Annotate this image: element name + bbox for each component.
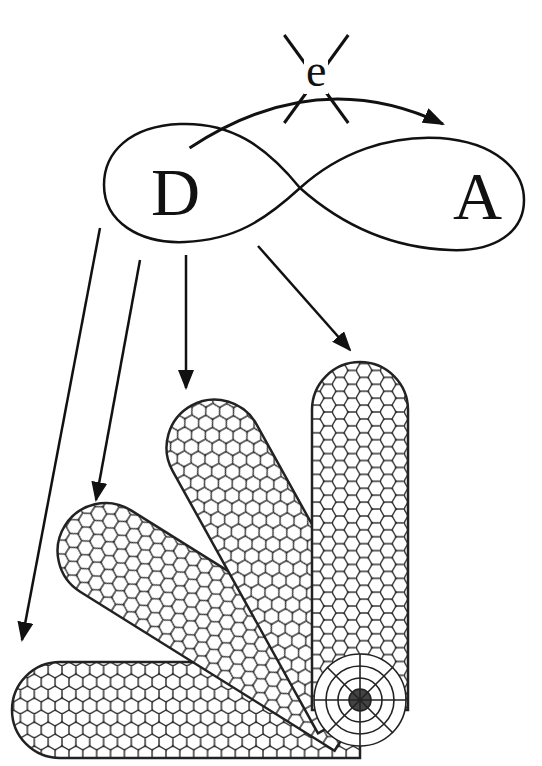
lobe-node: A <box>447 158 508 234</box>
lemniscate-outline <box>104 124 524 250</box>
lobe-node: D <box>145 154 206 230</box>
cross-out-stroke <box>284 35 348 123</box>
node-letter: A <box>453 162 502 230</box>
transfer-arrow <box>190 99 443 148</box>
nanotubes <box>12 362 408 758</box>
tube-end-view <box>314 654 406 746</box>
node-letter: D <box>151 158 200 226</box>
cross-out-stroke <box>284 35 348 123</box>
edge-label: e <box>304 48 328 94</box>
